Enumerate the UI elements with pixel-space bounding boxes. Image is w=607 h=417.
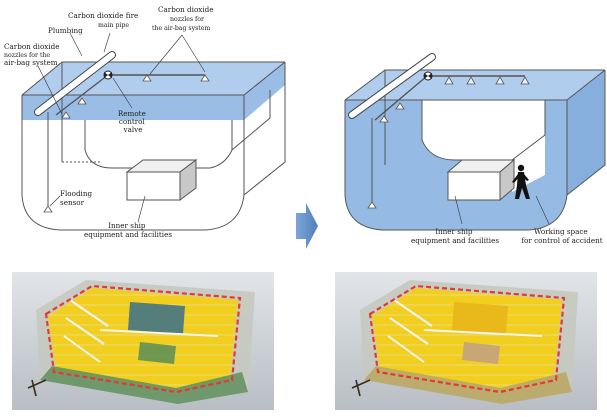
dashed-outline-after xyxy=(368,284,566,394)
label-plumbing: Plumbing xyxy=(48,26,83,35)
right-diagram: Inner ship equipment and facilities Work… xyxy=(344,53,606,245)
valve-icon-right xyxy=(423,71,433,81)
person-icon xyxy=(512,164,530,199)
render-photo-before xyxy=(12,272,274,410)
valve-icon xyxy=(103,70,113,80)
leader-lines-right xyxy=(454,195,550,225)
label-remote-valve: Remote control valve xyxy=(118,109,148,134)
label-flooding-sensor: Flooding sensor xyxy=(60,189,94,207)
main-pipe-left xyxy=(34,51,205,116)
label-co2-nozzles-top: Carbon dioxide nozzles for the air-bag s… xyxy=(152,5,216,32)
flooding-sensor-right xyxy=(367,118,377,209)
render-photo-after xyxy=(335,272,597,410)
equipment-box-left xyxy=(125,159,198,201)
leader-lines-left xyxy=(37,32,206,223)
equipment-box-right xyxy=(446,158,516,202)
label-co2-nozzles-left: Carbon dioxide nozzles for the air-bag s… xyxy=(4,42,62,67)
anchor-icon xyxy=(27,379,47,397)
anchor-icon-right xyxy=(351,379,371,397)
main-pipe-right xyxy=(348,53,525,121)
nozzles-left xyxy=(61,74,210,119)
hull-outline-left xyxy=(21,61,286,231)
left-diagram: Carbon dioxide nozzles for the air-bag s… xyxy=(4,5,286,239)
label-working-space: Working space for control of accident xyxy=(521,227,602,245)
label-inner-equipment-left: Inner ship equipment and facilities xyxy=(84,221,172,239)
right-arrow-icon xyxy=(296,203,318,249)
water-layer-left xyxy=(22,62,285,120)
label-co2-main-pipe: Carbon dioxide fire main pipe xyxy=(68,11,141,29)
flooding-sensor-left xyxy=(43,112,53,213)
dashed-outline-before xyxy=(44,284,242,394)
label-inner-equipment-right: Inner ship equipment and facilities xyxy=(411,227,499,245)
nozzles-right xyxy=(379,76,530,123)
